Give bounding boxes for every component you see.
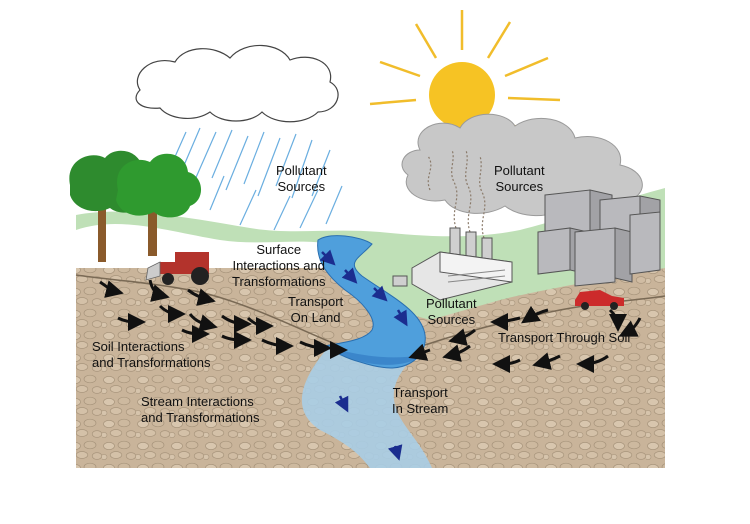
- car-icon: [575, 290, 624, 310]
- grass-surface: [76, 188, 665, 320]
- label-surface-interactions: Surface Interactions and Transformations: [232, 242, 326, 289]
- label-transport-in-stream: Transport In Stream: [392, 385, 449, 416]
- rain-cloud-icon: [135, 44, 339, 123]
- label-pollutant-sources-smoke: Pollutant Sources: [494, 163, 545, 194]
- flow-arrow-icon: [99, 279, 642, 373]
- rain-streaks: [169, 127, 343, 231]
- tractor-icon: [145, 252, 209, 285]
- label-transport-through-soil: Transport Through Soil: [498, 330, 631, 345]
- label-pollutant-sources-factory: Pollutant Sources: [426, 296, 477, 327]
- city-buildings-icon: [537, 189, 661, 287]
- sun-icon: [369, 10, 561, 142]
- label-stream-interactions: Stream Interactions and Transformations: [141, 394, 260, 425]
- stream-flow-arrows: [319, 249, 408, 461]
- label-pollutant-sources-rain: Pollutant Sources: [276, 163, 327, 194]
- factory-icon: [392, 227, 513, 301]
- label-transport-on-land: Transport On Land: [288, 294, 344, 325]
- groundwater-plume: [301, 345, 432, 468]
- label-soil-interactions: Soil Interactions and Transformations: [92, 339, 211, 370]
- tree-icon: [69, 150, 202, 262]
